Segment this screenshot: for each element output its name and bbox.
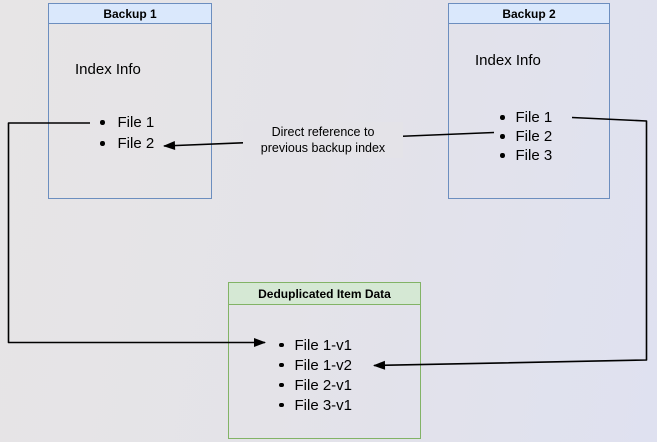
bullet-icon	[279, 362, 284, 368]
backup2-box: Backup 2	[448, 3, 610, 199]
bullet-icon	[500, 115, 505, 120]
backup1-box: Backup 1	[48, 3, 212, 199]
file-label: File 3-v1	[294, 396, 353, 414]
list-item: File 1-v1	[279, 335, 352, 355]
edge-label: Direct reference to previous backup inde…	[243, 122, 403, 158]
list-item: File 1-v2	[279, 355, 352, 375]
backup1-index-info-label: Index Info	[75, 61, 141, 78]
edge-label-line1: Direct reference to	[271, 125, 375, 139]
list-item: File 2	[500, 127, 552, 146]
list-item: File 3	[500, 146, 552, 165]
backup1-file-list: File 1 File 2	[100, 112, 154, 154]
backup2-file-list: File 1 File 2 File 3	[500, 108, 552, 165]
list-item: File 1	[100, 112, 154, 133]
list-item: File 3-v1	[279, 395, 352, 415]
bullet-icon	[279, 382, 284, 388]
backup2-title: Backup 2	[502, 6, 556, 21]
file-label: File 1	[515, 109, 553, 126]
backup1-title: Backup 1	[103, 6, 157, 21]
file-label: File 2	[117, 135, 155, 152]
edge-label-line2: previous backup index	[260, 141, 386, 155]
file-label: File 1	[117, 114, 155, 131]
list-item: File 2-v1	[279, 375, 352, 395]
dedup-item-list: File 1-v1 File 1-v2 File 2-v1 File 3-v1	[279, 335, 352, 415]
file-label: File 2	[515, 128, 553, 145]
dedup-header: Deduplicated Item Data	[229, 283, 420, 305]
backup2-header: Backup 2	[449, 4, 609, 24]
bullet-icon	[279, 342, 284, 348]
list-item: File 2	[100, 133, 154, 154]
arrow-backup2-file1-to-dedup	[373, 116, 648, 370]
dedup-title: Deduplicated Item Data	[258, 286, 391, 301]
bullet-icon	[100, 120, 105, 125]
file-label: File 3	[515, 147, 553, 164]
backup1-header: Backup 1	[49, 4, 211, 24]
arrow-backup1-file1-to-dedup	[7, 122, 266, 347]
file-label: File 1-v1	[294, 336, 353, 354]
bullet-icon	[500, 134, 505, 139]
bullet-icon	[500, 153, 505, 158]
bullet-icon	[279, 402, 284, 408]
file-label: File 1-v2	[294, 356, 353, 374]
list-item: File 1	[500, 108, 552, 127]
file-label: File 2-v1	[294, 376, 353, 394]
backup2-index-info-label: Index Info	[475, 52, 541, 69]
bullet-icon	[100, 141, 105, 146]
dedup-box: Deduplicated Item Data	[228, 282, 421, 439]
